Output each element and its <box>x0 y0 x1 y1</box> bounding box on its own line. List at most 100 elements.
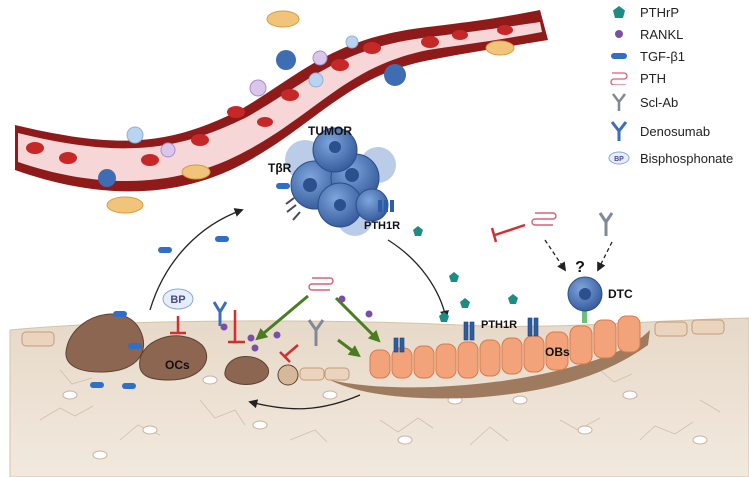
osteoclast <box>139 335 208 381</box>
osteoblast <box>545 331 569 371</box>
lining-cells <box>21 319 725 381</box>
rankl <box>247 334 255 342</box>
bp-scene-label: BP <box>170 294 185 306</box>
pth-stimulate-osteoblast-arrow <box>334 296 381 343</box>
osteoclasts <box>65 313 299 386</box>
legend-label: Denosumab <box>640 123 711 139</box>
red-blood-cell <box>497 25 513 35</box>
lining-cell <box>324 367 350 381</box>
disseminated-tumor-cell <box>567 276 603 323</box>
osteoblast <box>457 341 479 379</box>
tgf-beta1 <box>158 247 172 253</box>
tgf-beta1-molecules <box>90 183 290 389</box>
dtc-label: DTC <box>608 287 633 301</box>
perivascular-cell <box>181 164 211 180</box>
lining-cell <box>21 331 55 347</box>
vessel-lumen <box>18 22 542 182</box>
osteocyte <box>62 390 78 400</box>
legend-label: PTH <box>640 70 666 86</box>
osteoclast-large <box>65 313 145 373</box>
legend-label: PTHrP <box>640 4 679 20</box>
osteoblast <box>569 325 593 365</box>
denosumab-antibody-icon <box>608 121 630 141</box>
pth-molecules <box>308 212 557 291</box>
red-blood-cell <box>26 142 44 154</box>
perivascular-cell <box>485 40 515 56</box>
legend-item-pthrp: PTHrP <box>608 2 679 22</box>
pth-stimulate-osteoclast-arrow <box>255 294 309 341</box>
osteoblast <box>479 339 501 377</box>
perivascular-cell <box>106 196 144 214</box>
scl-ab-inhibit-osteoclast <box>279 344 299 363</box>
circulating-tumor-cell <box>98 169 116 187</box>
rankl-molecules <box>220 295 373 352</box>
tumor-mass <box>285 127 396 236</box>
bone-to-tumor-arrow <box>149 208 244 311</box>
tgf-beta1 <box>215 236 229 242</box>
pth-squiggle-icon <box>608 68 630 88</box>
pth-inhibit-tumor <box>490 223 526 243</box>
osteocyte <box>202 375 218 385</box>
legend-label: Bisphosphonate <box>640 150 734 166</box>
red-blood-cells <box>26 25 513 166</box>
osteoblast <box>523 335 545 373</box>
osteoblast <box>391 347 413 379</box>
circulating-tumor-cells <box>98 50 406 187</box>
tumor-cell <box>355 188 389 222</box>
rankl-dot-icon <box>608 24 630 44</box>
legend-item-pth: PTH <box>608 68 666 88</box>
osteocyte <box>577 425 593 435</box>
scl-ab-antibodies <box>307 212 614 346</box>
pre-osteoclast <box>277 364 299 386</box>
red-blood-cell <box>363 42 381 54</box>
tumor-label: TUMOR <box>308 124 352 138</box>
white-blood-cell <box>345 35 359 49</box>
osteoblast <box>435 343 457 379</box>
osteoclasts-label: OCs <box>165 358 190 372</box>
scl-ab <box>598 212 614 236</box>
circulating-tumor-cell <box>384 64 406 86</box>
perivascular-cells <box>106 10 515 214</box>
rankl <box>273 331 281 339</box>
lining-cell <box>654 321 688 337</box>
tgf-beta1 <box>122 383 136 389</box>
denosumab <box>212 301 228 326</box>
osteocyte <box>252 420 268 430</box>
unknown-mechanism-label: ? <box>575 259 585 276</box>
inhibition-marks <box>170 223 526 363</box>
pthrp <box>439 312 449 322</box>
legend-item-scl-ab: Scl-Ab <box>608 92 678 112</box>
pth1r-osteoblast-receptors <box>393 317 539 353</box>
legend-label: Scl-Ab <box>640 94 679 110</box>
resorption-feedback-arrow <box>248 394 361 410</box>
white-blood-cells <box>126 35 359 158</box>
legend-item-tgf-beta1: TGF-β1 <box>608 46 685 66</box>
scl-ab-stimulate-osteoblast-arrow <box>337 338 361 358</box>
white-blood-cell <box>249 79 267 97</box>
pth1r-bone-label: PTH1R <box>481 319 517 331</box>
red-blood-cell <box>421 36 439 48</box>
tgf-beta1 <box>113 311 127 317</box>
pthrp-molecules <box>413 226 518 322</box>
tgf-beta1 <box>276 183 290 189</box>
white-blood-cell <box>308 72 324 88</box>
legend-item-rankl: RANKL <box>608 24 683 44</box>
osteoblast <box>413 345 435 379</box>
pthrp <box>460 298 470 308</box>
scl-ab-to-dtc-arrow <box>597 241 613 272</box>
osteocyte <box>512 395 528 405</box>
blood-vessel <box>15 10 548 214</box>
tgf-beta1 <box>128 343 142 349</box>
white-blood-cell <box>126 126 144 144</box>
red-blood-cell <box>191 134 209 146</box>
osteocyte <box>622 390 638 400</box>
denosumab-antibodies <box>212 301 228 326</box>
denosumab-inhibit-osteoclast <box>228 310 245 344</box>
tgf-beta1-capsule-icon <box>608 46 630 66</box>
pthrp-pentagon-icon <box>608 2 630 22</box>
red-blood-cell <box>452 30 468 40</box>
tumor-to-osteoblast-arrow <box>387 239 449 320</box>
lining-cell <box>299 367 325 381</box>
red-blood-cell <box>227 106 245 118</box>
pthrp <box>449 272 459 282</box>
